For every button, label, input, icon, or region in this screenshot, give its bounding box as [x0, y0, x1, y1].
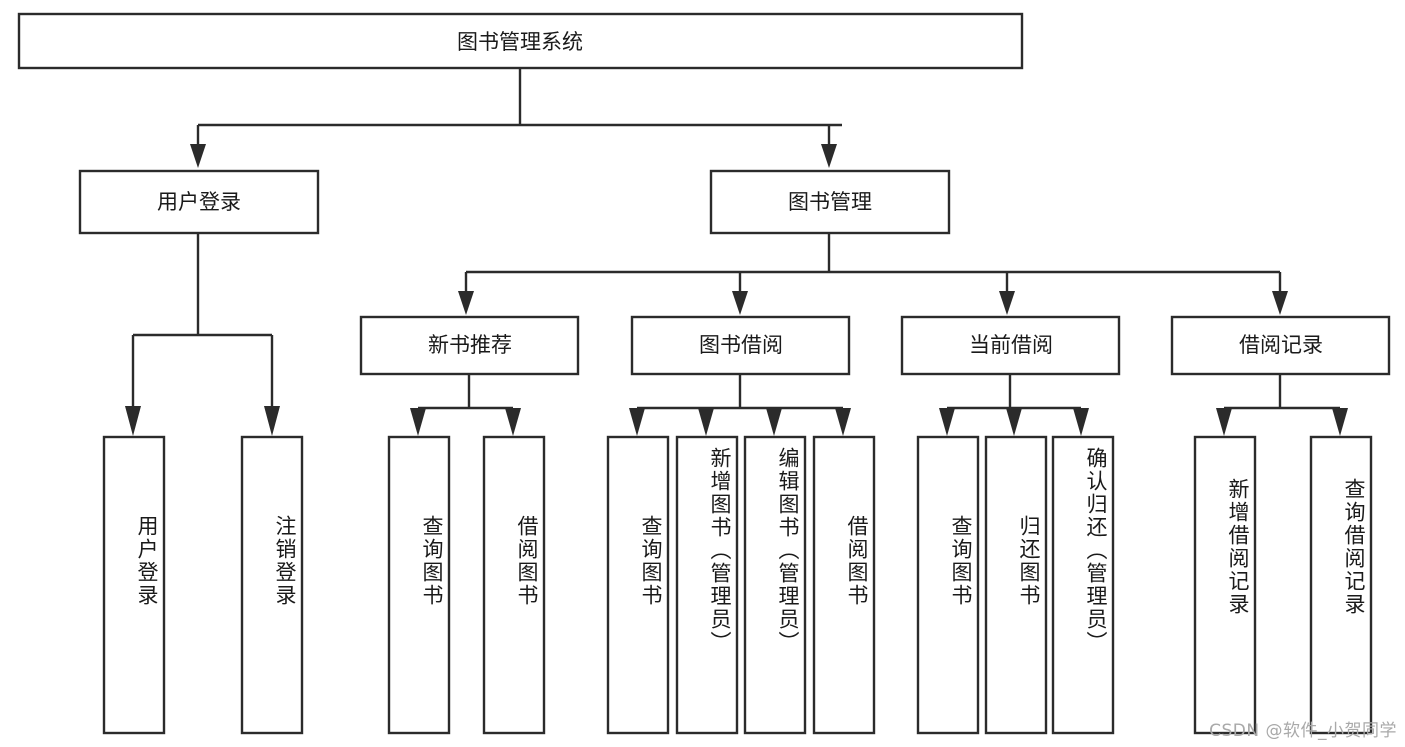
node-new-book-rec-box[interactable]: [359, 315, 580, 376]
connector-group-current-borrow: [939, 375, 1089, 436]
node-root-box[interactable]: [17, 12, 1024, 70]
node-book-borrow-box[interactable]: [630, 315, 851, 376]
connector-group-new-book-rec: [410, 375, 521, 436]
arrow-head-leaf-query-record: [1332, 408, 1348, 436]
arrow-head-leaf-edit-book: [766, 408, 782, 436]
arrow-head-leaf-logout: [264, 406, 280, 436]
connector-group-root: [190, 68, 842, 168]
arrow-head-leaf-return-book: [1006, 408, 1022, 436]
node-book-borrow[interactable]: 图书借阅: [630, 315, 851, 376]
node-root[interactable]: 图书管理系统: [17, 12, 1024, 70]
arrow-head-borrow-record: [1272, 291, 1288, 315]
arrow-head-leaf-query-book-2: [629, 408, 645, 436]
connector-group-borrow-record: [1216, 375, 1348, 436]
node-leaf-add-book-box[interactable]: [675, 435, 739, 735]
node-new-book-rec-label: 新书推荐: [428, 333, 512, 357]
arrow-head-book-borrow: [732, 291, 748, 315]
node-borrow-record-label: 借阅记录: [1239, 333, 1323, 357]
arrow-head-leaf-query-book-1: [410, 408, 426, 436]
node-current-borrow-box[interactable]: [900, 315, 1121, 376]
arrow-head-leaf-borrow-book-2: [835, 408, 851, 436]
arrow-head-leaf-borrow-book-1: [505, 408, 521, 436]
arrow-head-new-book-rec: [458, 291, 474, 315]
connector-group-book-borrow: [629, 375, 851, 436]
node-root-label: 图书管理系统: [457, 30, 583, 54]
node-leaf-add-record-box[interactable]: [1193, 435, 1257, 735]
node-new-book-rec[interactable]: 新书推荐: [359, 315, 580, 376]
node-leaf-query-record-box[interactable]: [1309, 435, 1373, 735]
arrow-head-leaf-add-book: [698, 408, 714, 436]
node-leaf-user-login-box[interactable]: [102, 435, 166, 735]
node-user-login-box[interactable]: [78, 169, 320, 235]
arrow-head-leaf-query-book-3: [939, 408, 955, 436]
arrow-head-book-manage: [821, 144, 837, 168]
csdn-watermark: CSDN @软件_小贺同学: [1209, 721, 1397, 741]
node-user-login-label: 用户登录: [157, 190, 241, 214]
node-borrow-record-box[interactable]: [1170, 315, 1391, 376]
node-user-login[interactable]: 用户登录: [78, 169, 320, 235]
node-book-manage-box[interactable]: [709, 169, 951, 235]
arrow-head-current-borrow: [999, 291, 1015, 315]
node-leaf-edit-book-box[interactable]: [743, 435, 807, 735]
arrow-head-user-login: [190, 144, 206, 168]
node-book-borrow-label: 图书借阅: [699, 333, 783, 357]
node-book-manage[interactable]: 图书管理: [709, 169, 951, 235]
arrow-head-leaf-add-record: [1216, 408, 1232, 436]
node-borrow-record[interactable]: 借阅记录: [1170, 315, 1391, 376]
node-leaf-query-book-3-box[interactable]: [916, 435, 980, 735]
node-leaf-logout-box[interactable]: [240, 435, 304, 735]
node-current-borrow[interactable]: 当前借阅: [900, 315, 1121, 376]
connector-group-user-login: [125, 233, 280, 436]
node-current-borrow-label: 当前借阅: [969, 333, 1053, 357]
node-leaf-return-book-box[interactable]: [984, 435, 1048, 735]
node-leaf-confirm-return-box[interactable]: [1051, 435, 1115, 735]
node-book-manage-label: 图书管理: [788, 190, 872, 214]
arrow-head-leaf-user-login: [125, 406, 141, 436]
node-leaf-borrow-book-1-box[interactable]: [482, 435, 546, 735]
node-leaf-borrow-book-2-box[interactable]: [812, 435, 876, 735]
connector-group-book-manage: [458, 233, 1288, 315]
node-leaf-query-book-2-box[interactable]: [606, 435, 670, 735]
node-leaf-query-book-1-box[interactable]: [387, 435, 451, 735]
arrow-head-leaf-confirm-return: [1073, 408, 1089, 436]
